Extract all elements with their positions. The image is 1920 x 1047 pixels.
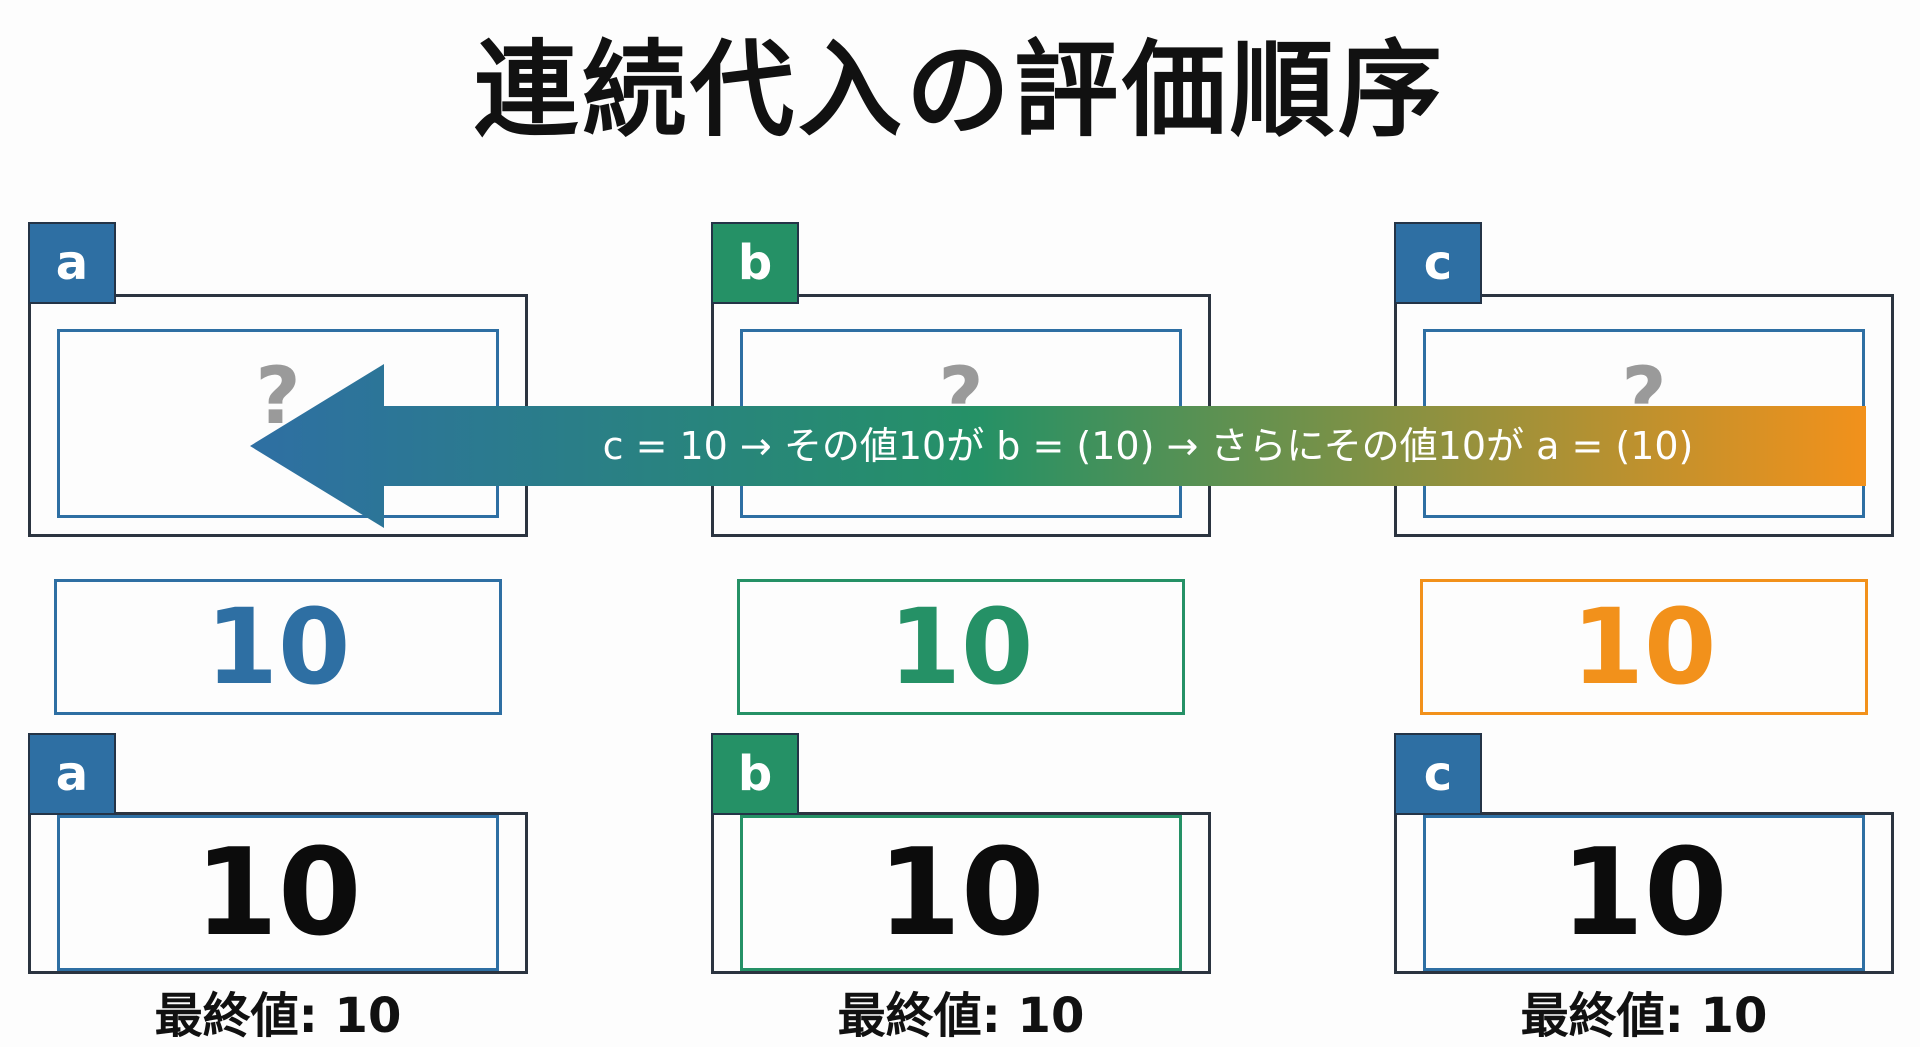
variable-box-a-after: 10 (28, 812, 528, 974)
arrow-caption: c = 10 → その値10が b = (10) → さらにその値10が a =… (602, 424, 1694, 468)
arrow-shape (250, 364, 1866, 528)
variable-tab-c: c (1394, 222, 1482, 304)
diagram-title: 連続代入の評価順序 (473, 29, 1446, 151)
final-label-a: 最終値: 10 (154, 988, 402, 1044)
variable-box-b-after: 10 (711, 812, 1211, 974)
assigned-value-a: 10 (54, 579, 502, 715)
column-b: b ? 10 b 10 最終値: 10 (711, 0, 1211, 1047)
result-slot-a: 10 (57, 815, 499, 971)
result-slot-b: 10 (740, 815, 1182, 971)
final-label-b: 最終値: 10 (837, 988, 1085, 1044)
variable-tab-b: b (711, 222, 799, 304)
final-value-c: 10 (1560, 823, 1728, 963)
final-value-b: 10 (877, 823, 1045, 963)
variable-tab-b-result: b (711, 733, 799, 815)
evaluation-flow-arrow: c = 10 → その値10が b = (10) → さらにその値10が a =… (250, 364, 1866, 528)
final-label-c: 最終値: 10 (1520, 988, 1768, 1044)
variable-box-c-after: 10 (1394, 812, 1894, 974)
result-slot-c: 10 (1423, 815, 1865, 971)
final-value-a: 10 (194, 823, 362, 963)
assigned-value-b: 10 (737, 579, 1185, 715)
arrow-left-icon (250, 364, 1866, 528)
variable-tab-a: a (28, 222, 116, 304)
variable-tab-a-result: a (28, 733, 116, 815)
assigned-value-c: 10 (1420, 579, 1868, 715)
variable-tab-c-result: c (1394, 733, 1482, 815)
